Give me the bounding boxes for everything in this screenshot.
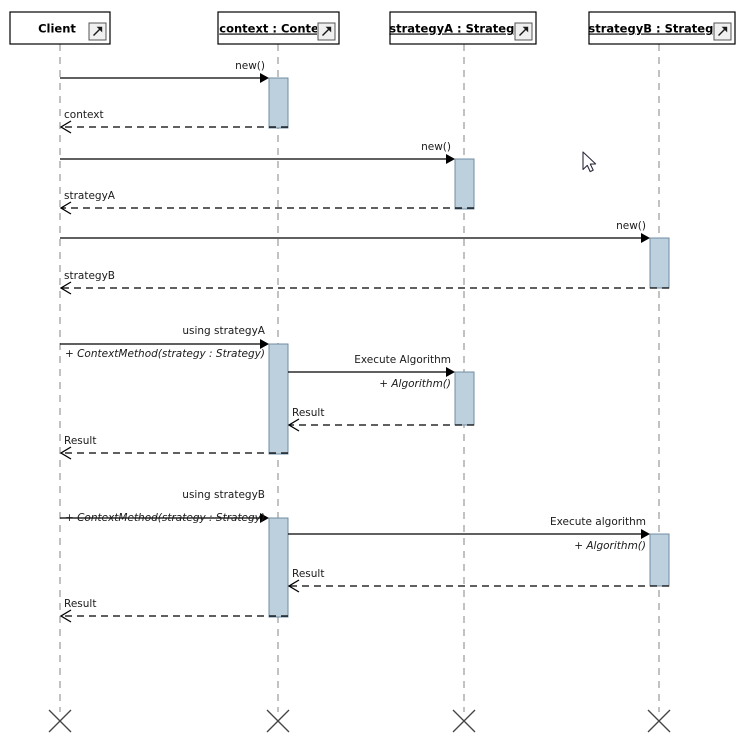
message-signature-label: + ContextMethod(strategy : Strategy) [65, 512, 265, 524]
message-arrowhead-open [287, 418, 300, 432]
message-label: new() [616, 220, 646, 232]
lifeline-header-client[interactable]: Client [9, 11, 111, 45]
activation-bar-context[interactable] [268, 517, 289, 618]
lifeline-header-context[interactable]: context : Context [217, 11, 340, 45]
message-label: Result [292, 568, 324, 580]
activation-bar-strategyB[interactable] [649, 237, 670, 289]
lifeline-terminator-context[interactable] [266, 709, 290, 733]
mouse-pointer-icon [582, 151, 597, 173]
open-diagram-icon-head [721, 26, 728, 33]
message-msg-result-context-b[interactable]: Result [59, 598, 288, 623]
message-msg-execute-algorithm-a[interactable]: Execute Algorithm + Algorithm() [288, 354, 455, 390]
message-arrowhead-filled [260, 513, 269, 523]
message-label: using strategyA [182, 325, 265, 337]
message-label: new() [235, 60, 265, 72]
activation-layer [268, 77, 670, 618]
terminator-layer [48, 709, 671, 733]
message-msg-result-strategyA[interactable]: Result [287, 407, 474, 432]
message-signature-label: + Algorithm() [379, 378, 451, 390]
message-arrowhead-open [59, 609, 72, 623]
terminator-stroke [266, 709, 290, 733]
message-label: Result [292, 407, 324, 419]
open-diagram-icon-head [96, 26, 103, 33]
lifeline-terminator-strategyB[interactable] [647, 709, 671, 733]
message-arrowhead-open [287, 579, 300, 593]
message-arrowhead-open [59, 201, 72, 215]
message-label: new() [421, 141, 451, 153]
message-msg-using-strategyB[interactable]: using strategyB + ContextMethod(strategy … [60, 489, 269, 524]
activation-bar-context[interactable] [268, 77, 289, 129]
lifeline-header-box [389, 11, 537, 45]
message-label: Execute algorithm [550, 516, 646, 528]
message-msg-new-strategyB[interactable]: new() [60, 220, 650, 243]
message-arrowhead-open [59, 120, 72, 134]
message-msg-return-strategyB[interactable]: strategyB [59, 270, 669, 295]
terminator-stroke [647, 709, 671, 733]
message-label: using strategyB [182, 489, 265, 501]
lifeline-terminator-client[interactable] [48, 709, 72, 733]
message-msg-result-strategyB[interactable]: Result [287, 568, 669, 593]
lifeline-header-layer: Client context : Context strategyA : Strat… [9, 11, 736, 45]
open-diagram-icon-head [325, 26, 332, 33]
message-msg-return-strategyA[interactable]: strategyA [59, 190, 474, 215]
lifeline-header-label: strategyA : StrategyA [389, 22, 531, 36]
message-arrowhead-filled [446, 154, 455, 164]
activation-bar-context[interactable] [268, 343, 289, 455]
message-msg-return-context[interactable]: context [59, 109, 288, 134]
message-arrowhead-filled [260, 339, 269, 349]
message-layer: new() context new() strategyA new() strategyB… [59, 60, 669, 623]
message-msg-new-strategyA[interactable]: new() [60, 141, 455, 164]
lifeline-header-box [588, 11, 736, 45]
message-label: strategyA [64, 190, 116, 202]
message-label: strategyB [64, 270, 115, 282]
lifeline-header-label: strategyB : StrategyB [588, 22, 729, 36]
message-msg-result-context-a[interactable]: Result [59, 435, 288, 460]
lifeline-terminator-strategyA[interactable] [452, 709, 476, 733]
message-arrowhead-filled [260, 73, 269, 83]
message-msg-using-strategyA[interactable]: using strategyA + ContextMethod(strategy … [60, 325, 269, 360]
message-arrowhead-open [59, 281, 72, 295]
activation-bar-strategyA[interactable] [454, 371, 475, 426]
lifeline-header-strategyA[interactable]: strategyA : StrategyA [389, 11, 537, 45]
message-label: context [64, 109, 104, 121]
terminator-stroke [48, 709, 72, 733]
lifeline-header-label: Client [38, 22, 76, 36]
lifeline-layer [59, 44, 660, 712]
message-msg-new-context[interactable]: new() [60, 60, 269, 83]
message-signature-label: + Algorithm() [574, 540, 646, 552]
message-signature-label: + ContextMethod(strategy : Strategy) [65, 348, 265, 360]
message-arrowhead-filled [446, 367, 455, 377]
lifeline-header-strategyB[interactable]: strategyB : StrategyB [588, 11, 736, 45]
message-label: Result [64, 598, 96, 610]
message-label: Result [64, 435, 96, 447]
message-arrowhead-filled [641, 233, 650, 243]
message-label: Execute Algorithm [354, 354, 451, 366]
message-arrowhead-filled [641, 529, 650, 539]
message-msg-execute-algorithm-b[interactable]: Execute algorithm + Algorithm() [288, 516, 650, 552]
activation-bar-strategyB[interactable] [649, 533, 670, 587]
activation-bar-strategyA[interactable] [454, 158, 475, 210]
terminator-stroke [452, 709, 476, 733]
cursor-layer [582, 151, 597, 173]
lifeline-header-label: context : Context [219, 22, 332, 36]
open-diagram-icon-head [522, 26, 529, 33]
message-arrowhead-open [59, 446, 72, 460]
